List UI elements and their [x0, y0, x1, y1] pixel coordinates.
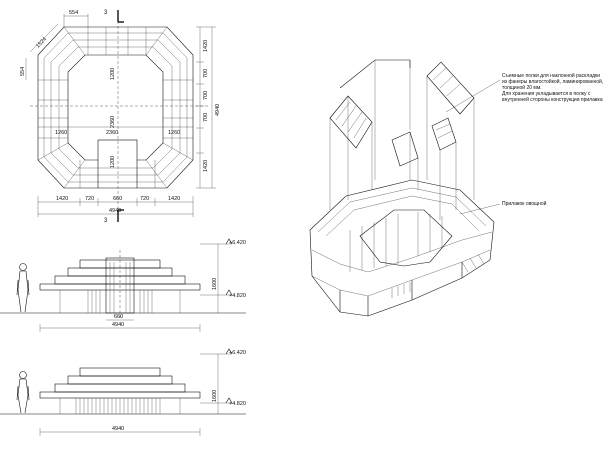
axo-shelf-panel-1	[329, 95, 373, 149]
elev2-tier-2	[54, 383, 186, 393]
axo-counter-body	[309, 179, 495, 317]
axo-guides	[329, 60, 475, 220]
elevation-2: +6.420 +4.820 1600 4940	[0, 348, 246, 436]
plan-dims-middle: 1260 2360 1260	[38, 126, 193, 136]
section-mark-top: 3	[104, 10, 108, 16]
elev1-dim-gap: 660	[114, 314, 123, 320]
axonometric-view: Съемные полки для наклонной раскладки из…	[309, 59, 605, 317]
elev2-tier-top	[79, 367, 161, 377]
elev1-dim-total: 4940	[112, 322, 124, 328]
plan-dims-bottom: 1420 720 660 720 1420 4940	[37, 196, 194, 217]
section-mark-bottom: 3	[104, 218, 108, 224]
dim-right-1: 1420	[203, 40, 209, 52]
dim-right-2: 700	[203, 69, 209, 78]
dim-bottom-5: 1420	[168, 196, 180, 202]
note-counter-leader	[459, 203, 501, 215]
human-figure-2	[16, 371, 30, 414]
dim-right-total: 4940	[215, 104, 221, 116]
elevation-1: +6.420 +4.820 1600 660 4940	[0, 238, 246, 332]
axo-shelf-panel-3	[431, 117, 457, 151]
plan-ring-4	[58, 46, 173, 169]
elev1-slats	[59, 262, 181, 313]
dim-bottom-total: 4940	[109, 208, 121, 214]
elev2-tier-3	[67, 375, 173, 385]
elev1-height: 1600	[212, 278, 218, 290]
plan-dims-topleft: 554 1524 554	[20, 10, 89, 80]
plan-segments	[37, 26, 194, 189]
elev2-level-top: +6.420	[229, 350, 246, 356]
axo-shelf-panel-4	[426, 61, 475, 115]
elev2-lower-shelf	[39, 391, 201, 399]
plan-ring-2	[43, 32, 188, 183]
human-figure-1	[16, 263, 30, 313]
elev2-height: 1600	[212, 390, 218, 402]
elev1-level-top: +6.420	[229, 240, 246, 246]
dim-tilt-1524: 1524	[35, 37, 48, 50]
plan-dims-right: 1420 700 700 700 1420 4940	[196, 26, 221, 189]
elev2-level-mid: +4.820	[229, 401, 246, 407]
elev2-dim-total: 4940	[112, 426, 124, 432]
elev2-slats	[59, 398, 181, 414]
dim-mid-left: 1260	[55, 130, 67, 136]
dim-mid-center: 2360	[106, 130, 118, 136]
dim-center: 2360	[110, 116, 116, 128]
dim-right-3: 700	[203, 91, 209, 100]
note-shelves-leader	[445, 79, 501, 113]
dim-top-554: 554	[69, 10, 78, 16]
plan-view: 3 3 554 1524 554 1200 2360 1200 1260 236…	[20, 10, 221, 224]
elev1-level-mid: +4.820	[229, 293, 246, 299]
dim-inner-top: 1200	[110, 68, 116, 80]
dim-bottom-3: 660	[113, 196, 122, 202]
dim-right-4: 700	[203, 113, 209, 122]
dim-bottom-4: 720	[140, 196, 149, 202]
dim-bottom-1: 1420	[56, 196, 68, 202]
dim-right-5: 1420	[203, 160, 209, 172]
dim-bottom-2: 720	[85, 196, 94, 202]
axo-shelf-panel-2	[391, 131, 419, 167]
dim-mid-right: 1260	[168, 130, 180, 136]
dim-left-554: 554	[20, 67, 26, 76]
dim-inner-bottom: 1200	[110, 156, 116, 168]
note-counter: Прилавок овощной	[502, 200, 547, 207]
plan-ring-3	[50, 39, 181, 176]
note-shelves: Съемные полки для наклонной раскладки из…	[502, 72, 605, 103]
